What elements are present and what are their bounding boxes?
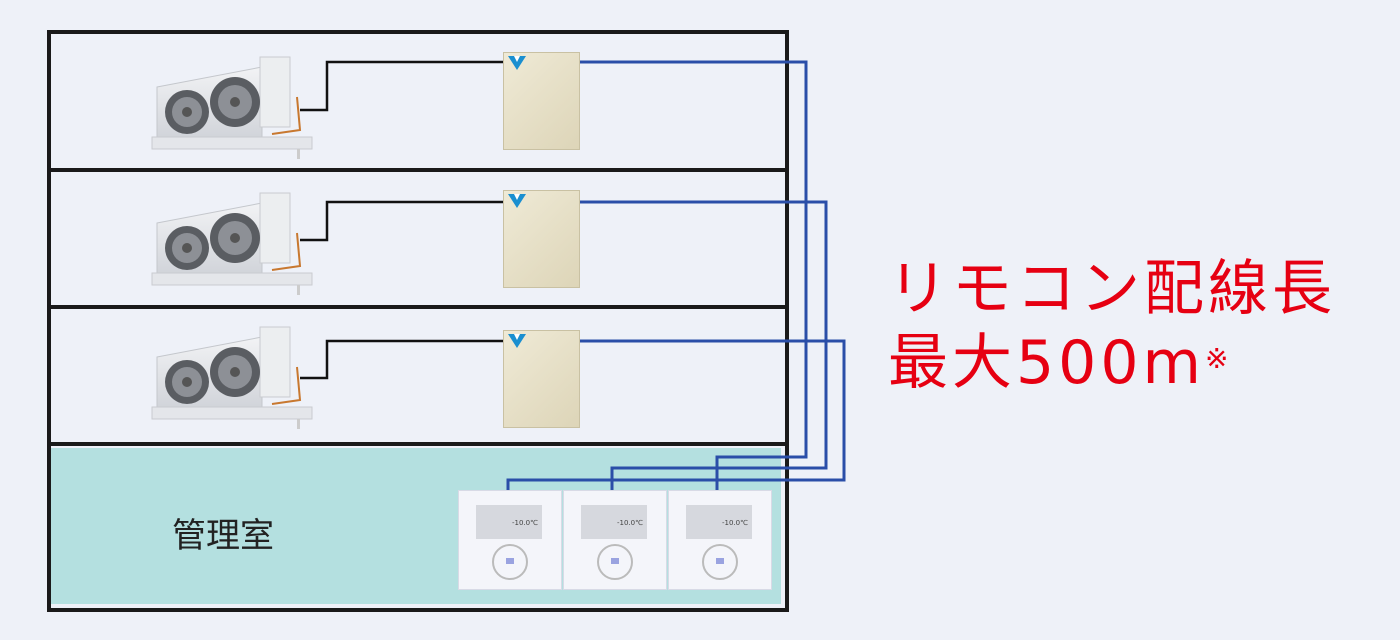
- note-mark: ※: [1204, 342, 1233, 375]
- headline: リモコン配線長 最大500m※: [888, 252, 1336, 400]
- max-length: 最大500m: [888, 328, 1205, 398]
- building-outline: [47, 30, 789, 612]
- floor-divider: [47, 442, 789, 446]
- controller-floor-3: [503, 52, 580, 150]
- remote-temperature: -10.0℃: [617, 519, 643, 527]
- remote-controller: -10.0℃: [458, 490, 562, 590]
- daikin-logo-icon: [508, 334, 526, 348]
- power-wires: [300, 60, 505, 380]
- daikin-logo-icon: [508, 56, 526, 70]
- controller-floor-2: [503, 190, 580, 288]
- daikin-logo-icon: [508, 194, 526, 208]
- remote-dial-icon: [597, 544, 633, 580]
- remote-controller: -10.0℃: [668, 490, 772, 590]
- headline-line2: 最大500m※: [888, 326, 1336, 400]
- headline-line1: リモコン配線長: [888, 254, 1336, 324]
- controller-floor-1: [503, 330, 580, 428]
- floor-divider: [47, 168, 789, 172]
- remote-temperature: -10.0℃: [512, 519, 538, 527]
- remote-dial-icon: [702, 544, 738, 580]
- unit-cooler-floor-1: [151, 326, 313, 430]
- remote-dial-icon: [492, 544, 528, 580]
- remote-wires: [506, 60, 846, 492]
- remote-controller: -10.0℃: [563, 490, 667, 590]
- remote-temperature: -10.0℃: [722, 519, 748, 527]
- room-label: 管理室: [172, 516, 274, 556]
- floor-divider: [47, 305, 789, 309]
- unit-cooler-floor-3: [151, 56, 313, 160]
- unit-cooler-floor-2: [151, 192, 313, 296]
